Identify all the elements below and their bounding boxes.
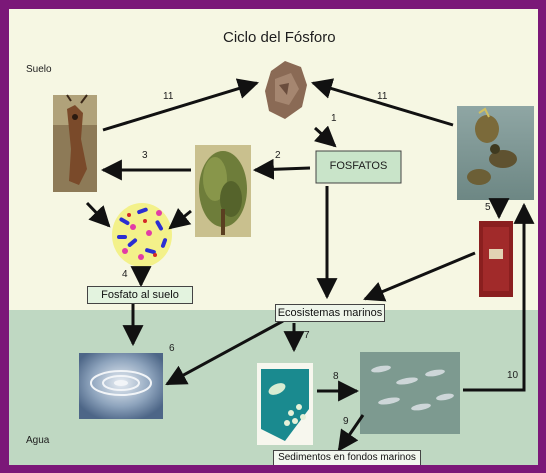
plankton-image — [257, 363, 313, 445]
arrow-deer-bacteria — [87, 203, 109, 226]
step-label-4: 4 — [122, 269, 128, 280]
step-label-6: 6 — [169, 343, 175, 354]
arrow-guano-marine — [365, 253, 475, 299]
bacteria-image — [112, 203, 172, 267]
zone-label-water: Agua — [26, 435, 49, 446]
step-label-2: 2 — [275, 150, 281, 161]
diagram-title: Ciclo del Fósforo — [223, 29, 336, 46]
soil-phosphate-box: Fosfato al suelo — [87, 286, 193, 304]
step-label-5: 5 — [485, 202, 491, 213]
water-ripple-image — [79, 353, 163, 419]
arrow-1 — [315, 128, 335, 146]
arrow-shrub-bacteria — [170, 211, 191, 228]
step-label-11-right: 11 — [377, 91, 387, 102]
arrow-2 — [255, 168, 310, 170]
marine-ecosystems-box: Ecosistemas marinos — [275, 304, 385, 322]
fish-image — [360, 352, 460, 434]
deer-image — [53, 95, 97, 192]
step-label-3: 3 — [142, 150, 148, 161]
guano-image — [479, 221, 513, 297]
step-label-10: 10 — [507, 370, 518, 381]
step-label-1: 1 — [331, 113, 337, 124]
arrow-11-left — [103, 83, 257, 130]
diagram-canvas: Ciclo del Fósforo Suelo Agua FOSFATOS Fo… — [9, 9, 538, 465]
step-label-9: 9 — [343, 416, 349, 427]
diagram-graphics — [9, 9, 538, 465]
sediments-box: Sedimentos en fondos marinos — [273, 450, 421, 465]
phosphates-label: FOSFATOS — [316, 160, 401, 172]
step-label-7: 7 — [304, 330, 310, 341]
step-label-8: 8 — [333, 371, 339, 382]
zone-label-soil: Suelo — [26, 64, 52, 75]
step-label-11-left: 11 — [163, 91, 173, 102]
shrub-image — [195, 145, 251, 237]
rock-image — [263, 59, 309, 121]
ducks-image — [457, 106, 534, 200]
